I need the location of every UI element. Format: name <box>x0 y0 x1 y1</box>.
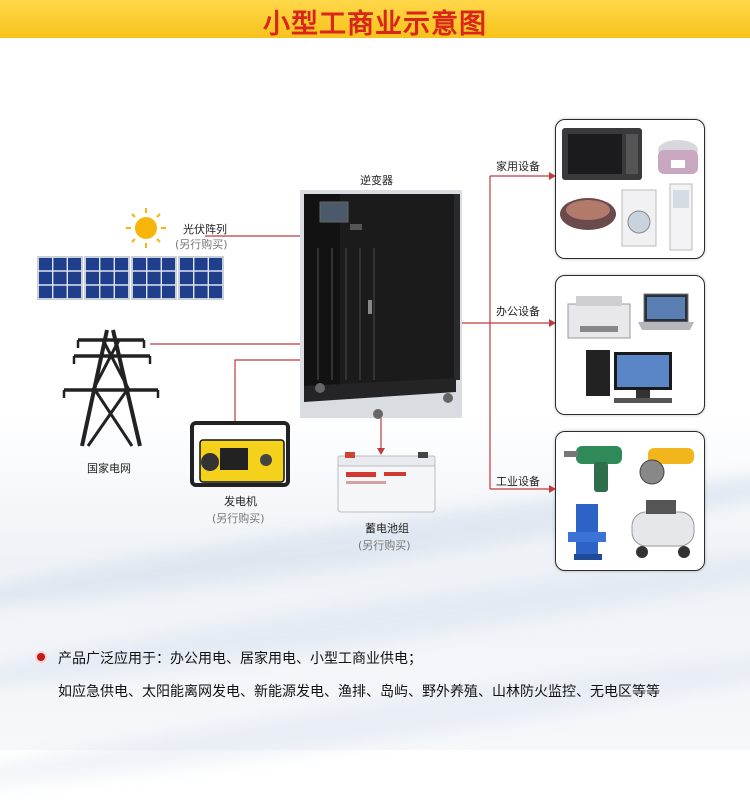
generator-label: 发电机 <box>224 495 257 508</box>
inverter-label: 逆变器 <box>360 174 393 187</box>
water-pump-icon <box>568 504 606 560</box>
wiring-diagram <box>37 172 556 513</box>
industrial-devices-label: 工业设备 <box>496 475 540 488</box>
applications-line-1: 产品广泛应用于：办公用电、居家用电、小型工商业供电； <box>58 651 422 667</box>
laptop-icon <box>638 293 694 330</box>
industrial-equipment-illustration <box>564 446 695 560</box>
sun-icon <box>126 208 166 248</box>
solar-panel <box>37 256 83 300</box>
air-conditioner-icon <box>669 183 693 251</box>
generator-note: (另行购买) <box>212 512 265 525</box>
rice-cooker-icon <box>658 140 698 174</box>
solar-panel <box>84 256 130 300</box>
battery-note: (另行购买) <box>358 539 411 552</box>
page-title: 小型工商业示意图 <box>263 9 487 40</box>
wire-lines <box>150 175 549 490</box>
battery-icon <box>337 452 436 513</box>
grid-label: 国家电网 <box>87 462 131 475</box>
office-devices-label: 办公设备 <box>496 305 540 318</box>
oven-icon <box>562 128 642 180</box>
solar-panel <box>178 256 224 300</box>
home-appliances-illustration <box>560 128 698 251</box>
desktop-computer-icon <box>586 350 672 403</box>
solar-array-note: (另行购买) <box>175 238 228 251</box>
solar-array-label: 光伏阵列 <box>183 223 227 236</box>
angle-grinder-icon <box>639 448 694 485</box>
battery-label: 蓄电池组 <box>365 522 409 535</box>
office-devices-panel <box>555 275 705 415</box>
office-equipment-illustration <box>567 293 694 403</box>
grill-icon <box>560 198 616 230</box>
air-compressor-icon <box>631 500 695 558</box>
solar-panel-array <box>37 256 224 300</box>
transmission-tower-icon <box>62 329 160 447</box>
solar-panel <box>131 256 177 300</box>
washing-machine-icon <box>621 189 657 247</box>
applications-line-2: 如应急供电、太阳能离网发电、新能源发电、渔排、岛屿、野外养殖、山林防火监控、无电… <box>58 684 660 700</box>
generator-icon <box>190 421 290 487</box>
inverter-cabinet <box>300 190 462 419</box>
industrial-devices-panel <box>555 431 705 571</box>
bullet-icon <box>37 653 45 661</box>
printer-icon <box>567 296 631 339</box>
home-devices-panel <box>555 119 705 259</box>
drill-icon <box>564 446 622 492</box>
home-devices-label: 家用设备 <box>496 160 540 173</box>
header-bar: 小型工商业示意图 <box>0 0 750 40</box>
